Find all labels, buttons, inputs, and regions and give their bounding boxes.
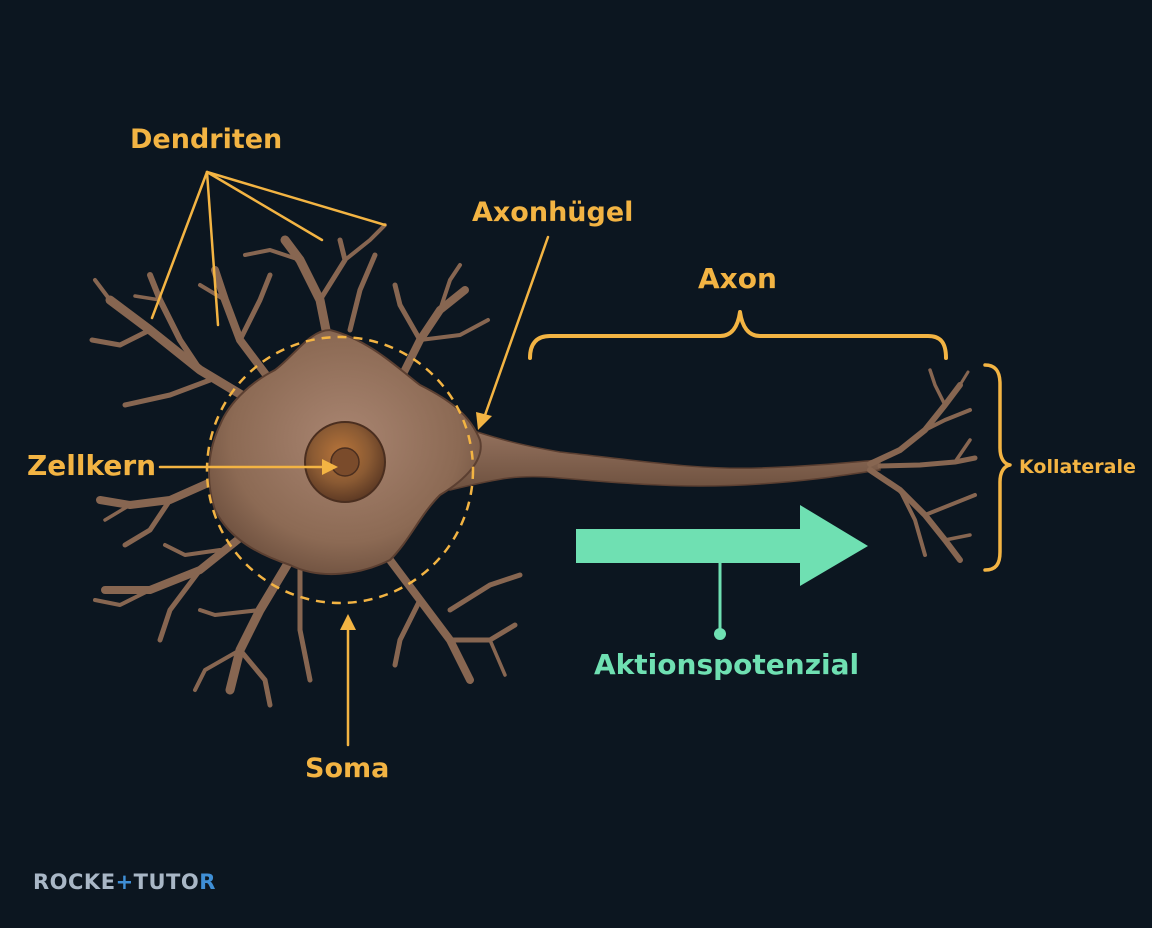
action-potential-pointer [714, 563, 726, 640]
soma-arrow [340, 614, 356, 747]
axon-brace [528, 310, 948, 360]
brand-logo: ROCKE+TUTOR [33, 870, 216, 894]
nucleus [304, 421, 386, 503]
brand-part-4: R [199, 870, 216, 894]
zellkern-arrow [158, 459, 338, 475]
brand-part-3: TUTO [133, 870, 200, 894]
label-aktionspotenzial: Aktionspotenzial [594, 648, 860, 681]
action-potential-arrow [576, 505, 868, 586]
brand-part-2: + [115, 870, 134, 894]
axon-shape [439, 418, 881, 491]
axon-collaterals [867, 368, 978, 563]
label-kollaterale: Kollaterale [1019, 456, 1136, 478]
brand-part-1: ROCKE [33, 870, 116, 894]
kollaterale-brace [983, 363, 1012, 572]
label-axonhuegel: Axonhügel [472, 197, 634, 228]
label-axon: Axon [698, 262, 777, 295]
label-dendriten: Dendriten [130, 124, 283, 155]
label-soma: Soma [305, 753, 390, 784]
label-zellkern: Zellkern [27, 449, 157, 482]
axonhuegel-arrow [476, 235, 550, 430]
dendrites [89, 223, 523, 708]
soma-outline [205, 335, 475, 605]
dendrites-pointer-lines [150, 170, 387, 327]
